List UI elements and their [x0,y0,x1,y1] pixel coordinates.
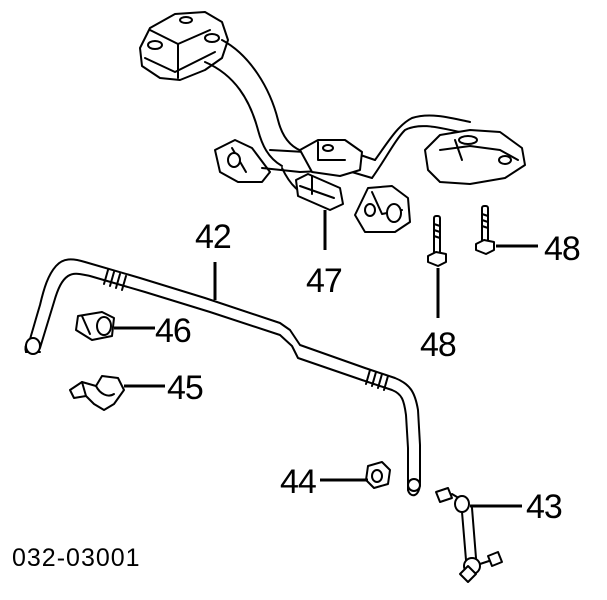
part-47-bracket [295,173,344,250]
part-label-46: 46 [155,312,191,350]
part-48-bolt-left [427,215,447,318]
part-45-clamp [69,375,165,411]
part-label-42: 42 [195,218,231,256]
rear-subframe [139,11,526,233]
stabilizer-bar [24,258,421,497]
part-label-45: 45 [167,369,203,407]
part-43-end-link [435,487,522,583]
part-label-47: 47 [306,262,342,300]
part-44-bushing [320,461,391,489]
part-label-48-bottom: 48 [420,326,456,364]
part-label-43: 43 [526,488,562,526]
part-48-bolt-right [475,205,538,255]
part-46-bushing [75,311,155,341]
diagram-code: 032-03001 [12,544,141,572]
part-label-44: 44 [280,463,316,501]
part-label-48-right: 48 [544,230,580,268]
